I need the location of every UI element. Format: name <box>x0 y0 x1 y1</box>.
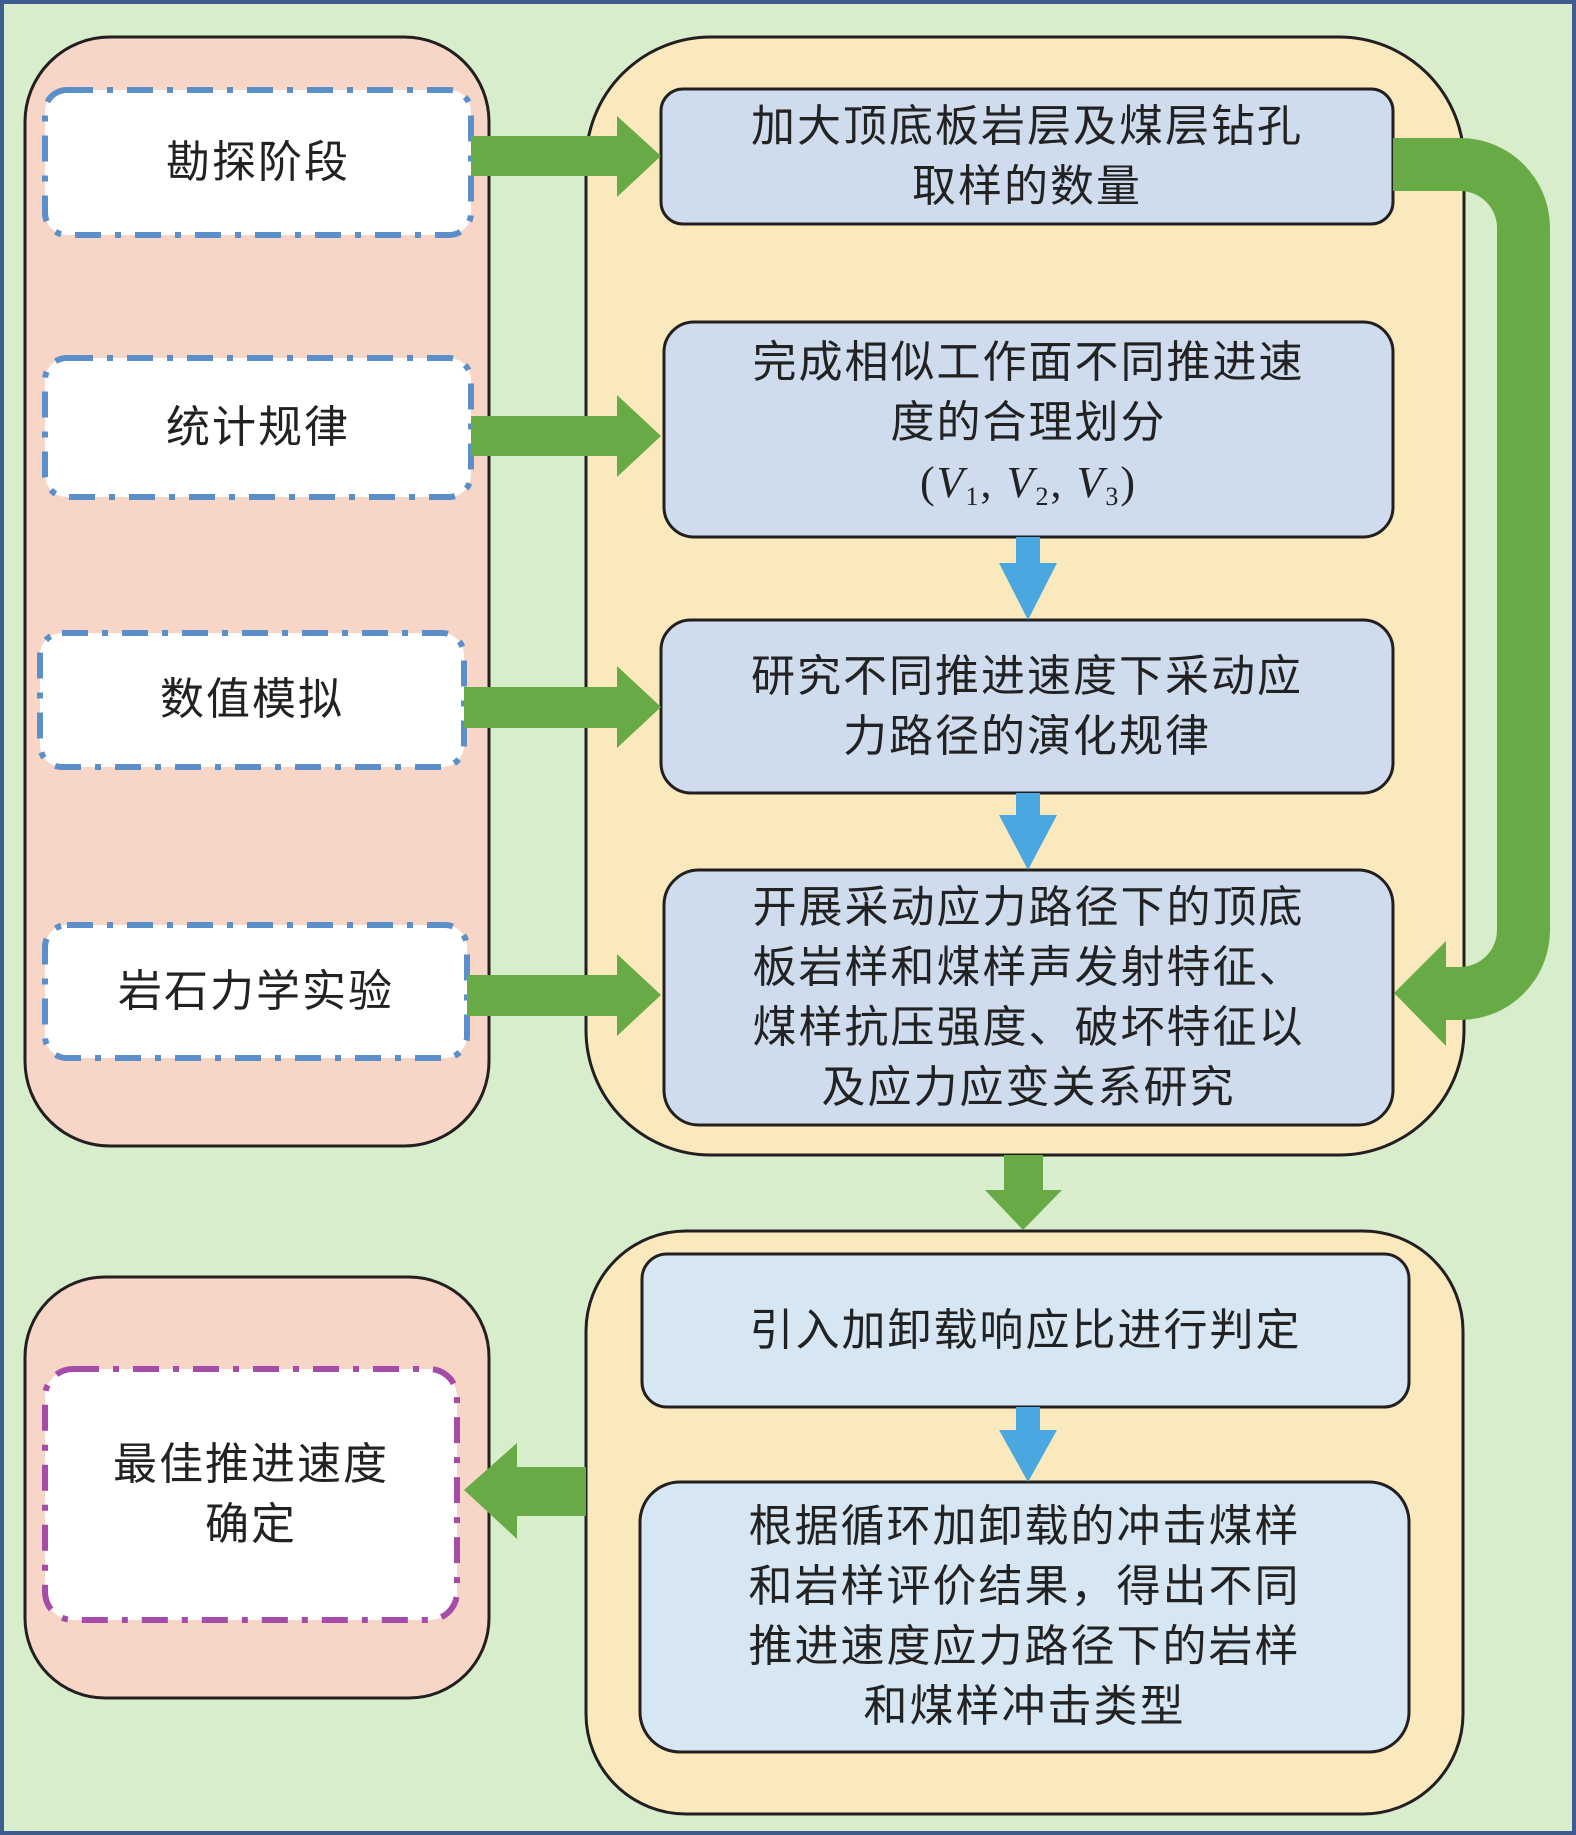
input-text: 勘探阶段 <box>166 136 350 188</box>
arrow-down-blue-3 <box>999 1407 1057 1482</box>
arrow-right-2 <box>471 395 661 477</box>
text-line: 开展采动应力路径下的顶底 <box>752 881 1305 933</box>
arrow-down-blue-2 <box>999 793 1057 870</box>
input-label-numerical: 数值模拟 <box>40 633 464 767</box>
input-label-exploration: 勘探阶段 <box>45 90 471 235</box>
arrow-down-green <box>985 1155 1062 1230</box>
feedback-pipe-arrow <box>1393 138 1550 1046</box>
process-text-6: 根据循环加卸载的冲击煤样 和岩样评价结果，得出不同 推进速度应力路径下的岩样 和… <box>640 1482 1409 1752</box>
arrow-right-3 <box>464 666 661 748</box>
output-label: 最佳推进速度 确定 <box>45 1369 457 1620</box>
process-box-6 <box>638 1480 1411 1754</box>
arrow-left-output <box>464 1443 586 1539</box>
text-line: 度的合理划分 <box>890 396 1167 448</box>
arrow-down-blue-1 <box>999 537 1057 620</box>
text-line: 完成相似工作面不同推进速 <box>752 336 1305 388</box>
text-line: 及应力应变关系研究 <box>821 1061 1236 1113</box>
input-box-rock-mechanics <box>42 922 470 1061</box>
arrow-right-1 <box>471 116 661 197</box>
text-line: 板岩样和煤样声发射特征、 <box>752 941 1305 993</box>
text-line: 根据循环加卸载的冲击煤样 <box>748 1501 1301 1552</box>
output-box <box>42 1366 460 1623</box>
text-line: 和煤样冲击类型 <box>863 1681 1186 1732</box>
text-line: 煤样抗压强度、破坏特征以 <box>752 1001 1305 1053</box>
process-text-3: 研究不同推进速度下采动应 力路径的演化规律 <box>661 620 1393 793</box>
text-line: 力路径的演化规律 <box>843 710 1211 762</box>
process-text-4: 开展采动应力路径下的顶底 板岩样和煤样声发射特征、 煤样抗压强度、破坏特征以 及… <box>664 870 1393 1125</box>
text-line: 加大顶底板岩层及煤层钻孔 <box>751 100 1303 152</box>
input-text: 岩石力学实验 <box>118 965 394 1017</box>
input-box-numerical <box>37 630 467 770</box>
arrow-right-4 <box>467 954 661 1036</box>
process-text-1: 加大顶底板岩层及煤层钻孔 取样的数量 <box>661 89 1393 224</box>
text-line: 引入加卸载响应比进行判定 <box>749 1304 1302 1356</box>
text-line: 和岩样评价结果，得出不同 <box>748 1561 1301 1612</box>
input-label-statistics: 统计规律 <box>45 358 471 497</box>
text-line: 确定 <box>205 1498 297 1550</box>
speed-formula: (V1, V2, V3) <box>920 457 1137 511</box>
text-line: 取样的数量 <box>912 160 1142 212</box>
text-line: 研究不同推进速度下采动应 <box>751 650 1303 702</box>
input-label-rock-mechanics: 岩石力学实验 <box>45 925 467 1058</box>
left-panel-inputs <box>23 35 491 1148</box>
input-text: 统计规律 <box>166 401 350 453</box>
input-text: 数值模拟 <box>160 674 344 725</box>
input-box-exploration <box>42 87 474 238</box>
process-box-4 <box>662 868 1395 1127</box>
process-text-2: 完成相似工作面不同推进速 度的合理划分 (V1, V2, V3) <box>664 322 1393 537</box>
text-line: 推进速度应力路径下的岩样 <box>748 1621 1301 1672</box>
text-line: 最佳推进速度 <box>113 1438 389 1490</box>
process-text-5: 引入加卸载响应比进行判定 <box>642 1254 1409 1407</box>
